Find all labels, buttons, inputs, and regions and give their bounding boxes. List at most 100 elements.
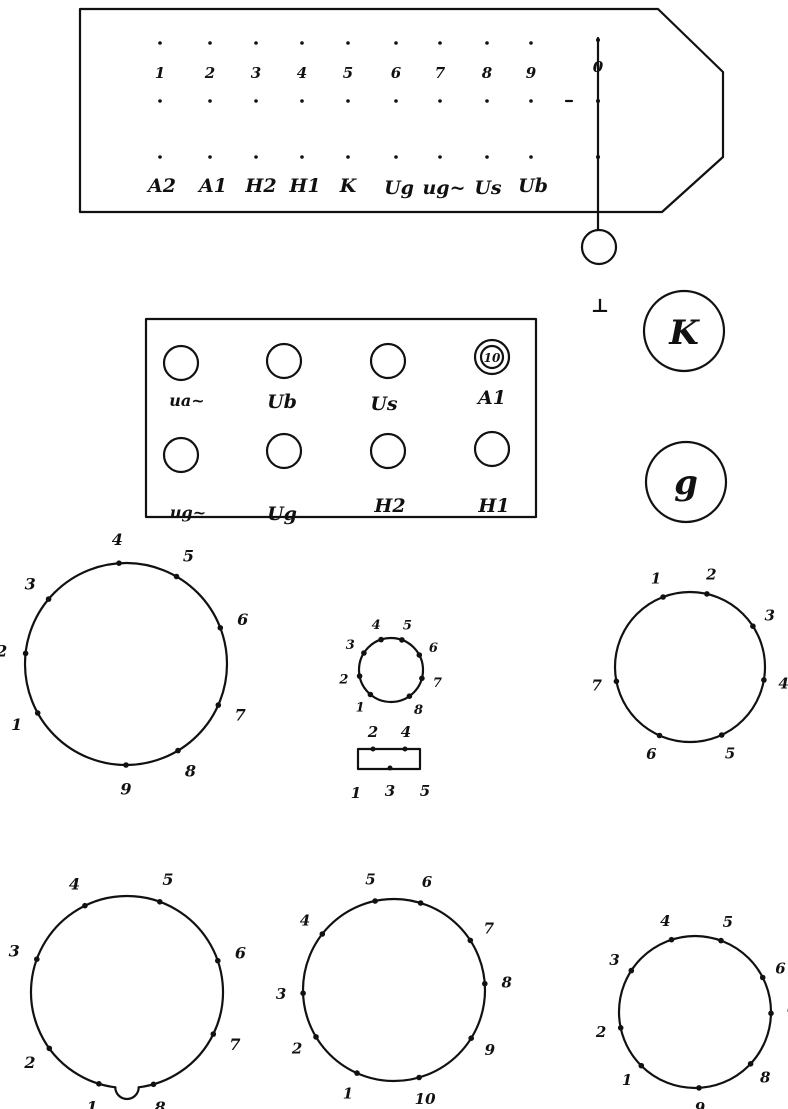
strip-pin-label: A1	[197, 175, 227, 197]
g-circle	[644, 440, 728, 524]
jack-socket	[265, 432, 303, 470]
strip-contact-dot	[485, 41, 489, 45]
strip-pin-label: H2	[244, 175, 276, 197]
jack-label: ua~	[169, 391, 204, 410]
strip-contact-dot	[438, 41, 442, 45]
jack-socket-inner-ring	[479, 344, 505, 370]
socket-pin-number: 10	[415, 1090, 436, 1108]
socket-pin	[416, 1074, 422, 1081]
strip-contact-dot	[254, 99, 258, 103]
socket-pin-number: 1	[11, 715, 22, 734]
socket-pin	[467, 937, 474, 944]
socket-pin-number: 7	[235, 705, 246, 724]
strip-contact-dot	[485, 155, 489, 159]
strip-contact-dot	[158, 41, 162, 45]
socket-pin	[668, 936, 675, 943]
strip-contact-dot	[394, 41, 398, 45]
rect-socket-pin	[370, 746, 376, 752]
socket-pin	[215, 957, 221, 964]
jack-panel: 10 ua~ Ub Us A1 ug~ Ug H2 H1	[144, 317, 538, 525]
socket-pin	[768, 1010, 774, 1017]
strip-contact-dot	[208, 99, 212, 103]
socket-pin	[123, 762, 129, 768]
socket-pin-number: 2	[338, 673, 348, 688]
socket-pin-number: 5	[403, 618, 412, 633]
socket-pin-number: 3	[346, 638, 355, 653]
strip-contact-dot	[596, 38, 600, 42]
strip-contact-dot	[300, 41, 304, 45]
socket-pin-number: 9	[120, 780, 131, 799]
socket-pin	[217, 625, 224, 631]
socket-pin-number: 5	[725, 744, 735, 762]
jack-label: Ub	[267, 391, 297, 413]
lead-terminal-circle	[580, 228, 618, 266]
connector-strip: ⊥ 1 2 3 4 5 6 7 8 9 0 A2 A1 H2 H1 K Ug u…	[78, 7, 725, 317]
socket-pin	[45, 596, 52, 602]
socket-pin-number: 4	[112, 530, 123, 549]
tube-sockets: 1234567891234567812345671234567812345678…	[0, 530, 788, 1109]
strip-pin-label: ug~	[422, 177, 465, 199]
strip-contact-dot	[300, 155, 304, 159]
socket-pin-number: 6	[237, 610, 248, 629]
strip-contact-dot	[438, 155, 442, 159]
socket-pin	[638, 1062, 645, 1069]
socket-pin	[313, 1034, 319, 1040]
strip-contact-dot	[208, 41, 212, 45]
rect-socket-pin-number: 3	[385, 782, 395, 800]
socket-pin	[617, 1025, 624, 1031]
side-circles: K g	[642, 289, 728, 524]
socket-pin-number: 8	[760, 1069, 771, 1087]
socket-ten-pin-outline	[301, 897, 487, 1083]
socket-pin	[656, 732, 663, 739]
strip-contact-dot	[208, 155, 212, 159]
socket-pin-number: 6	[775, 960, 786, 978]
socket-pin	[750, 623, 756, 629]
socket-pin-number: 9	[485, 1041, 496, 1059]
socket-pin	[210, 1031, 217, 1037]
socket-seven-pin-outline	[613, 590, 767, 744]
jack-socket	[162, 436, 200, 474]
socket-pin	[718, 732, 725, 738]
strip-pin-number: 0	[593, 58, 604, 76]
strip-contact-dot	[596, 99, 600, 103]
socket-pin	[704, 591, 710, 597]
socket-pin-number: 1	[356, 700, 365, 715]
socket-pin	[173, 573, 180, 580]
socket-pin-number: 5	[365, 871, 375, 889]
socket-pin-number: 8	[501, 973, 512, 991]
socket-pin	[22, 650, 29, 657]
strip-contact-dot	[438, 99, 442, 103]
socket-pin	[378, 636, 384, 643]
socket-pin	[372, 898, 378, 904]
jack-socket	[473, 338, 511, 376]
jack-label: A1	[476, 387, 506, 409]
socket-pin-number: 2	[595, 1023, 606, 1041]
socket-pin-number: 9	[695, 1099, 706, 1109]
strip-pin-label: Ub	[518, 175, 548, 197]
socket-pin-number: 8	[154, 1098, 166, 1109]
socket-keyed-eight-pin-outline	[29, 894, 225, 1089]
socket-pin	[157, 899, 163, 905]
jack-panel-outline	[144, 317, 538, 519]
socket-pin	[696, 1085, 702, 1091]
socket-pin-number: 1	[343, 1085, 353, 1103]
strip-contact-dot	[346, 99, 350, 103]
strip-contact-dot	[254, 155, 258, 159]
socket-pin-number: 1	[651, 570, 661, 588]
socket-pin-number: 4	[660, 912, 670, 930]
socket-pin	[319, 931, 326, 937]
socket-pin	[718, 937, 724, 944]
strip-contact-dot	[254, 41, 258, 45]
jack-label: H1	[477, 495, 509, 517]
socket-pin-number: 1	[86, 1097, 97, 1109]
socket-pin-number: 5	[723, 913, 733, 931]
jack-label: H2	[373, 495, 405, 517]
socket-pin-number: 7	[433, 676, 442, 691]
socket-pin-number: 2	[705, 566, 716, 584]
socket-pin-number: 4	[778, 675, 788, 693]
strip-pin-number: 5	[343, 64, 353, 82]
socket-pin-number: 4	[372, 618, 381, 633]
